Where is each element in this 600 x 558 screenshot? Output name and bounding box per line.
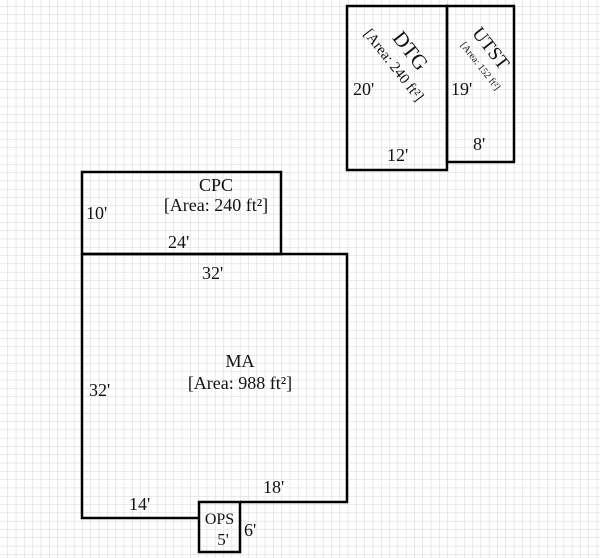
room-utst[interactable]: [445, 4, 516, 164]
room-ops[interactable]: [197, 500, 242, 554]
ops-label: OPS: [205, 511, 234, 528]
dtg-height: 20': [353, 79, 374, 99]
ma-area: [Area: 988 ft²]: [188, 373, 292, 393]
ma-height: 32': [89, 380, 110, 400]
cpc-height: 10': [86, 203, 107, 223]
utst-width: 8': [473, 134, 485, 154]
room-ma[interactable]: [80, 252, 349, 520]
ma-bottom-right: 18': [263, 477, 284, 497]
cpc-label: CPC: [199, 175, 233, 195]
ops-width: 5': [217, 530, 229, 549]
ops-height: 6': [244, 520, 256, 540]
ma-bottom-left: 14': [129, 494, 150, 514]
dtg-width: 12': [387, 145, 408, 165]
cpc-area: [Area: 240 ft²]: [164, 195, 268, 215]
ma-width-top: 32': [202, 263, 223, 283]
cpc-width: 24': [168, 232, 189, 252]
utst-height: 19': [451, 79, 472, 99]
ma-label: MA: [225, 351, 254, 371]
